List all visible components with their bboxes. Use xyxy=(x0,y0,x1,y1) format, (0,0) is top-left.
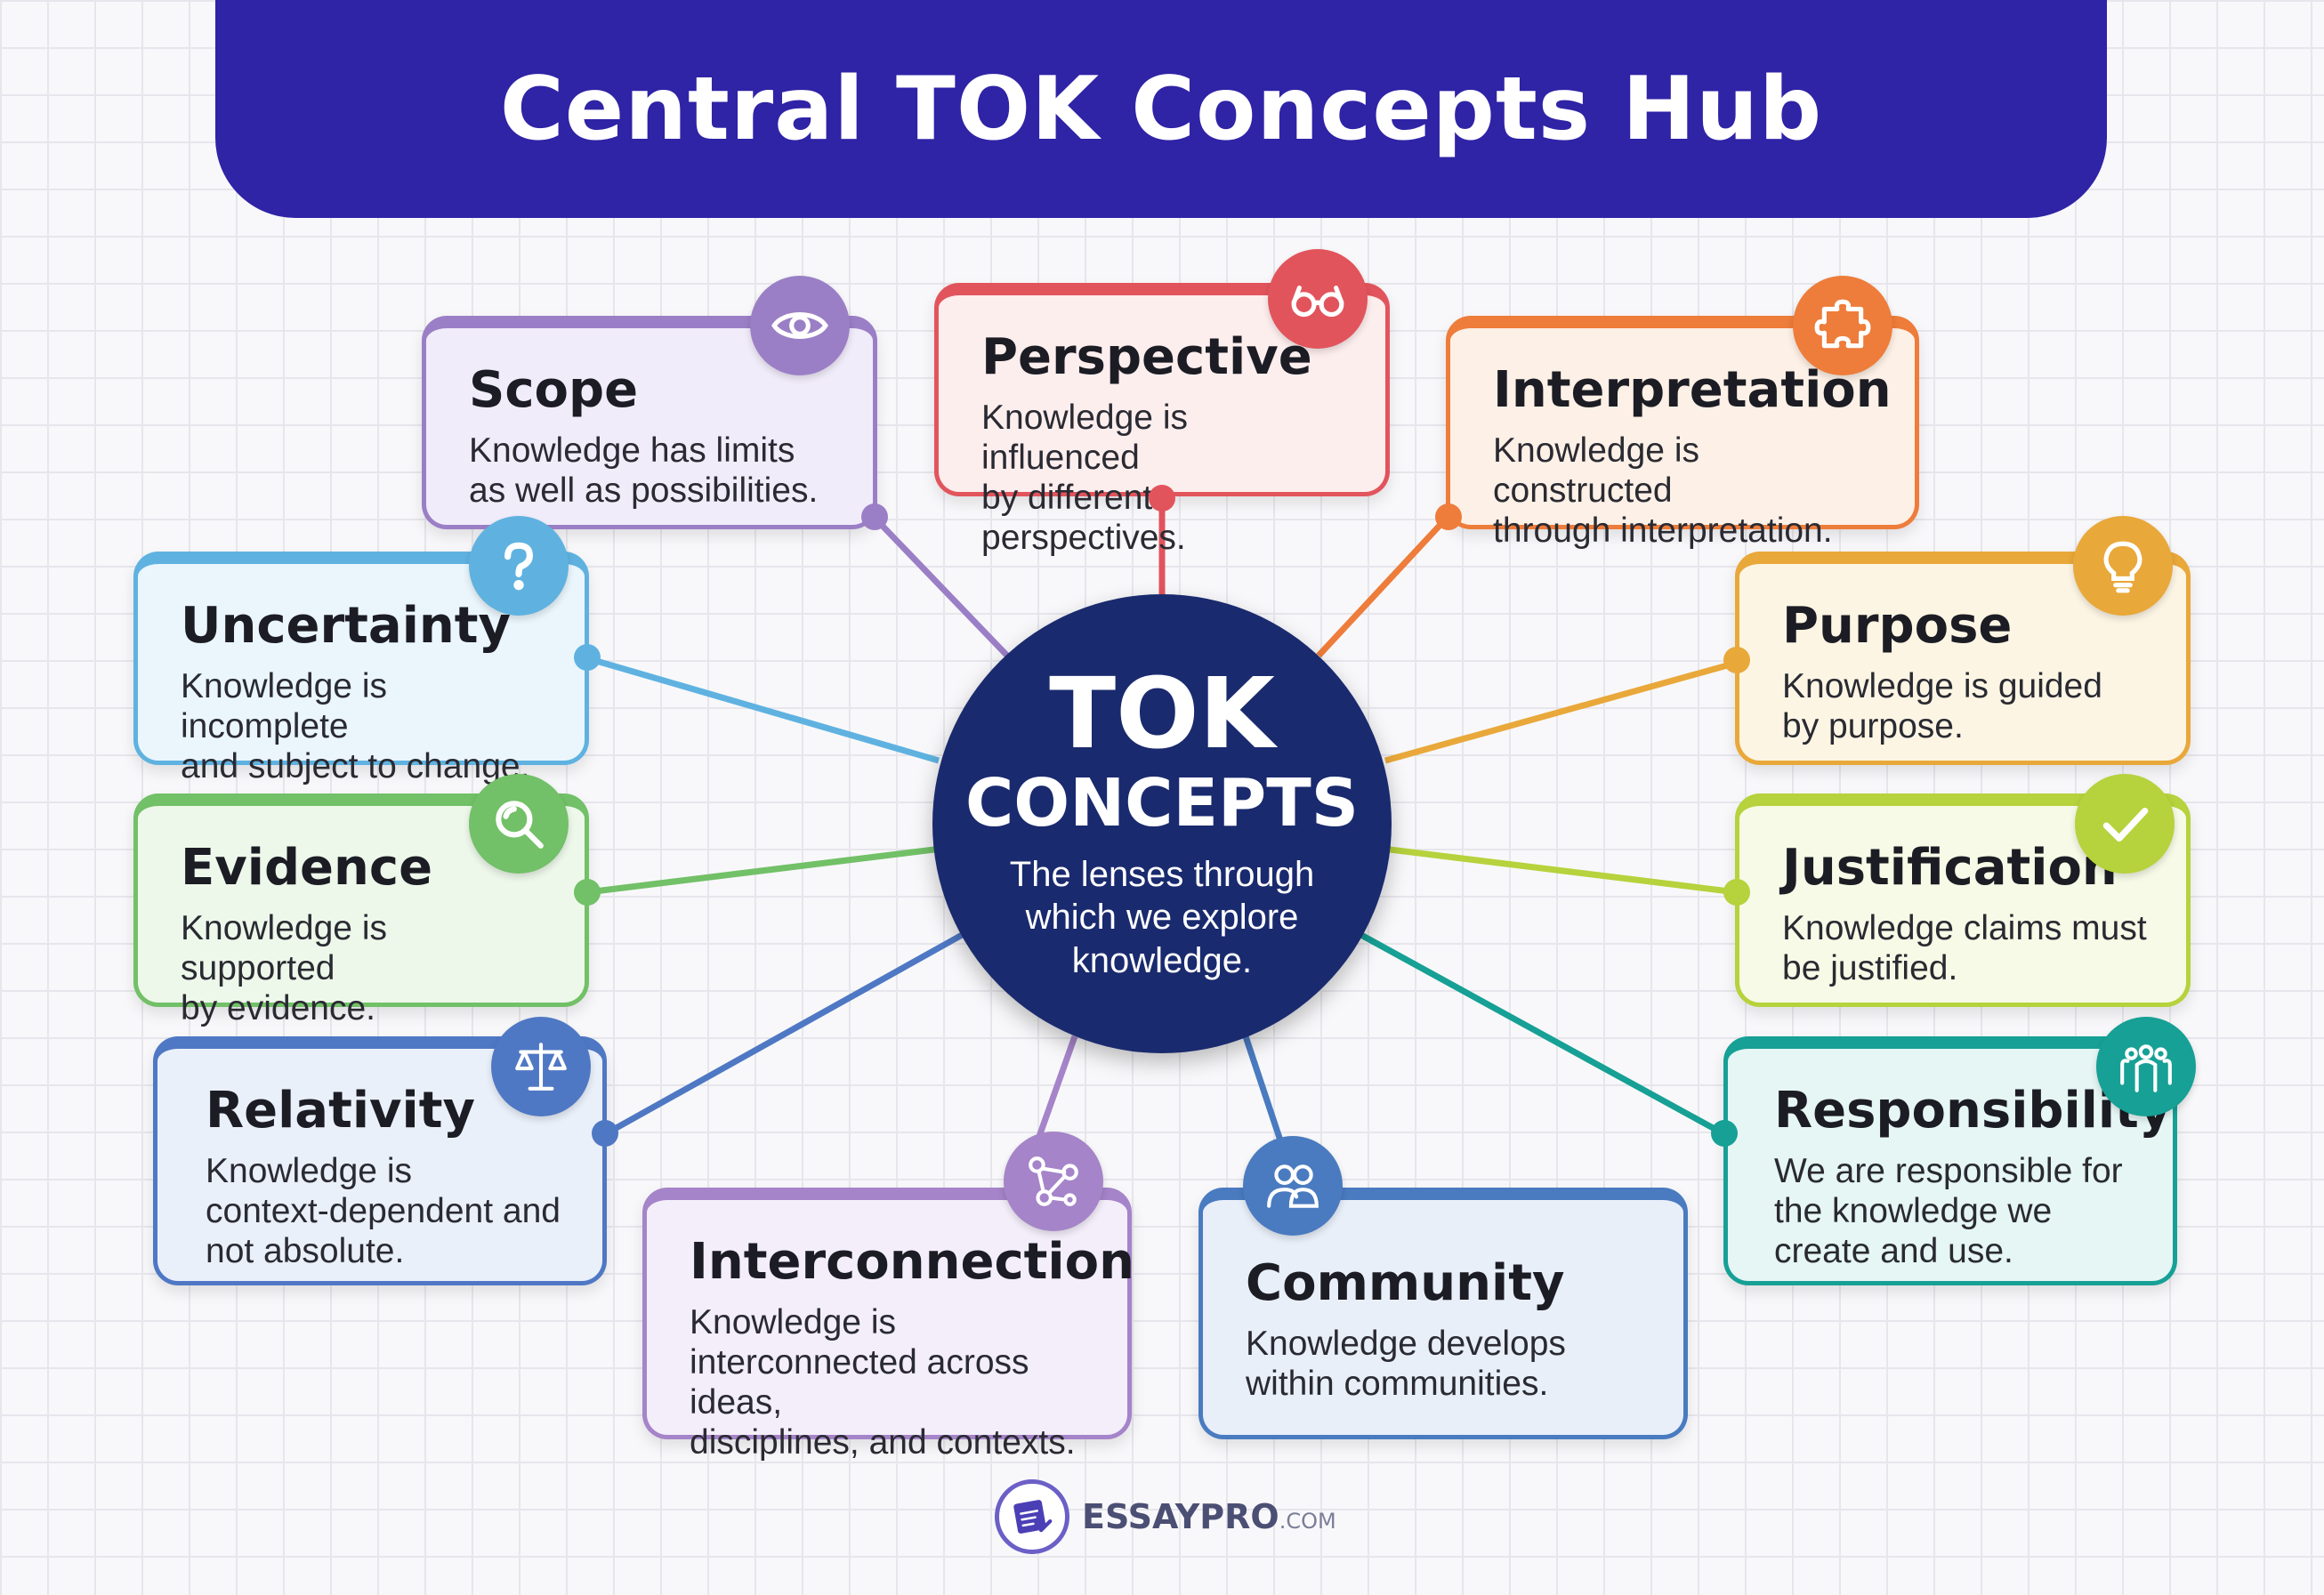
hub-description: The lenses through which we explore know… xyxy=(1009,854,1315,981)
concept-title: Community xyxy=(1246,1254,1565,1312)
concept-title: Purpose xyxy=(1782,597,2013,655)
lightbulb-icon xyxy=(2073,516,2173,616)
hub-title: TOK xyxy=(1049,657,1275,771)
concept-card-scope: Scope Knowledge has limits as well as po… xyxy=(422,316,877,529)
connector-dot-justification xyxy=(1723,879,1750,906)
connector-uncertainty xyxy=(586,655,940,764)
concept-card-relativity: Relativity Knowledge is context-dependen… xyxy=(153,1036,607,1285)
concept-card-interconnection: Interconnection Knowledge is interconnec… xyxy=(642,1188,1134,1462)
connector-dot-scope xyxy=(861,503,888,530)
raised-hands-icon xyxy=(2096,1017,2196,1116)
concept-description: Knowledge has limits as well as possibil… xyxy=(469,431,819,511)
concept-title: Responsibility xyxy=(1774,1082,2172,1140)
puzzle-icon xyxy=(1793,276,1892,375)
concept-description: Knowledge is supported by evidence. xyxy=(181,909,387,1028)
concept-description: Knowledge is influenced by different per… xyxy=(981,399,1188,557)
hub-subtitle: CONCEPTS xyxy=(964,765,1359,842)
concept-description: Knowledge develops within communities. xyxy=(1246,1325,1566,1404)
people-icon xyxy=(1243,1136,1343,1236)
magnifier-icon xyxy=(469,774,569,874)
header-banner: Central TOK Concepts Hub xyxy=(215,0,2107,218)
connector-justification xyxy=(1389,846,1738,896)
eye-icon xyxy=(750,276,850,375)
connector-dot-relativity xyxy=(592,1120,618,1147)
connector-dot-evidence xyxy=(574,879,601,906)
glasses-icon xyxy=(1268,249,1368,349)
checkmark-icon xyxy=(2075,774,2175,874)
network-icon xyxy=(1004,1132,1103,1231)
connector-dot-responsibility xyxy=(1711,1120,1738,1147)
footer-brand-name: ESSAYPRO.COM xyxy=(1082,1497,1336,1536)
concept-title: Evidence xyxy=(181,839,433,897)
concept-description: Knowledge is context-dependent and not a… xyxy=(206,1152,561,1271)
page-title: Central TOK Concepts Hub xyxy=(499,58,1823,160)
connector-dot-uncertainty xyxy=(574,644,601,671)
concept-title: Relativity xyxy=(206,1082,476,1140)
footer-brand-text: ESSAYPRO xyxy=(1082,1497,1279,1536)
concept-title: Perspective xyxy=(981,328,1312,386)
connector-dot-purpose xyxy=(1723,647,1750,673)
connector-scope xyxy=(872,515,1010,658)
connector-interpretation xyxy=(1316,513,1451,658)
concept-title: Interconnection xyxy=(690,1233,1134,1291)
concept-description: We are responsible for the knowledge we … xyxy=(1774,1152,2123,1271)
question-icon xyxy=(469,516,569,616)
concept-title: Uncertainty xyxy=(181,597,512,655)
concept-description: Knowledge is constructed through interpr… xyxy=(1493,431,1833,551)
connector-dot-perspective xyxy=(1149,485,1175,512)
connector-dot-interpretation xyxy=(1435,503,1462,530)
concept-description: Knowledge claims must be justified. xyxy=(1782,909,2147,988)
concept-description: Knowledge is guided by purpose. xyxy=(1782,667,2102,746)
connector-relativity xyxy=(603,930,965,1138)
concept-card-purpose: Purpose Knowledge is guided by purpose. xyxy=(1735,552,2191,765)
footer-brand-suffix: .COM xyxy=(1279,1509,1336,1534)
connector-evidence xyxy=(586,846,935,896)
connector-purpose xyxy=(1384,659,1738,764)
concept-description: Knowledge is interconnected across ideas… xyxy=(690,1303,1076,1462)
footer-brand: ESSAYPRO.COM xyxy=(995,1477,1336,1557)
concept-title: Scope xyxy=(469,361,639,419)
concept-title: Justification xyxy=(1782,839,2118,897)
central-hub: TOK CONCEPTS The lenses through which we… xyxy=(932,594,1392,1053)
connector-community xyxy=(1242,1035,1289,1158)
scales-icon xyxy=(491,1017,591,1116)
connector-responsibility xyxy=(1358,930,1726,1138)
essaypro-logo-icon xyxy=(995,1479,1069,1554)
concept-description: Knowledge is incomplete and subject to c… xyxy=(181,667,530,786)
concept-card-interpretation: Interpretation Knowledge is constructed … xyxy=(1446,316,1919,550)
